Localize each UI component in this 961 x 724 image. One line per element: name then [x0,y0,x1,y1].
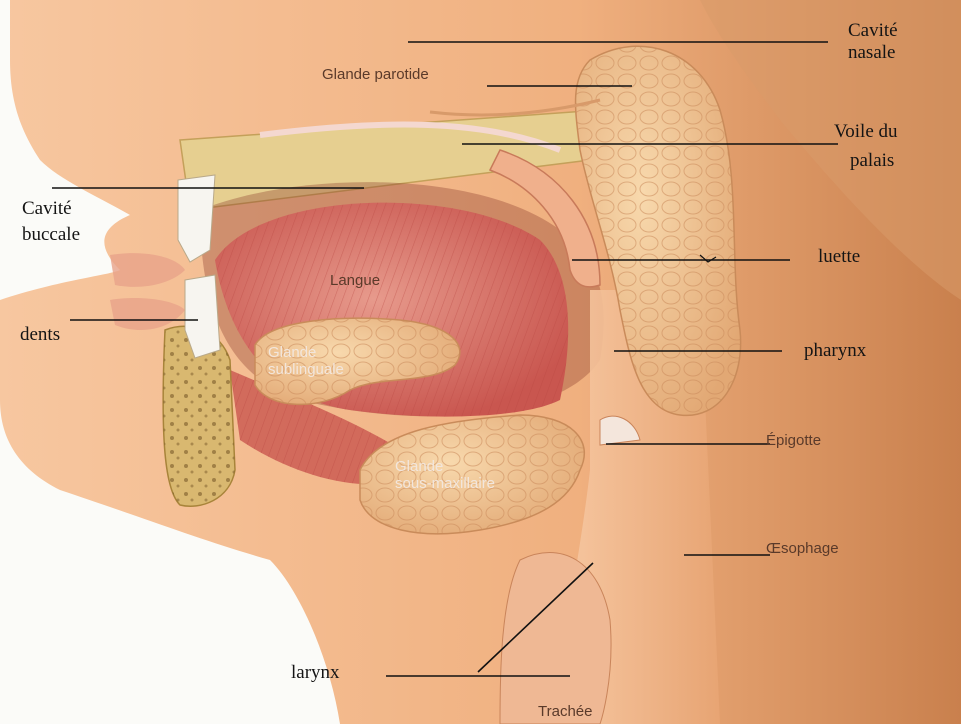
label-cavite-buccale: Cavité buccale [22,196,80,247]
label-luette: luette [818,246,860,268]
label-glande-parotide: Glande parotide [322,66,429,83]
label-cavite-nasale: Cavité nasale [848,20,898,64]
label-larynx: larynx [291,662,340,684]
label-langue: Langue [330,272,380,289]
label-epiglotte: Épigotte [766,432,821,449]
label-glande-sublinguale: Glande sublinguale [268,344,344,379]
label-oesophage: Œsophage [766,540,839,557]
lower-teeth [185,275,220,358]
label-trachee: Trachée [538,703,592,720]
label-dents: dents [20,324,60,346]
label-glande-sous-maxillaire: Glande sous-maxillaire [395,458,495,493]
label-pharynx: pharynx [804,340,866,362]
label-voile-du-palais: Voile du palais [834,118,898,175]
